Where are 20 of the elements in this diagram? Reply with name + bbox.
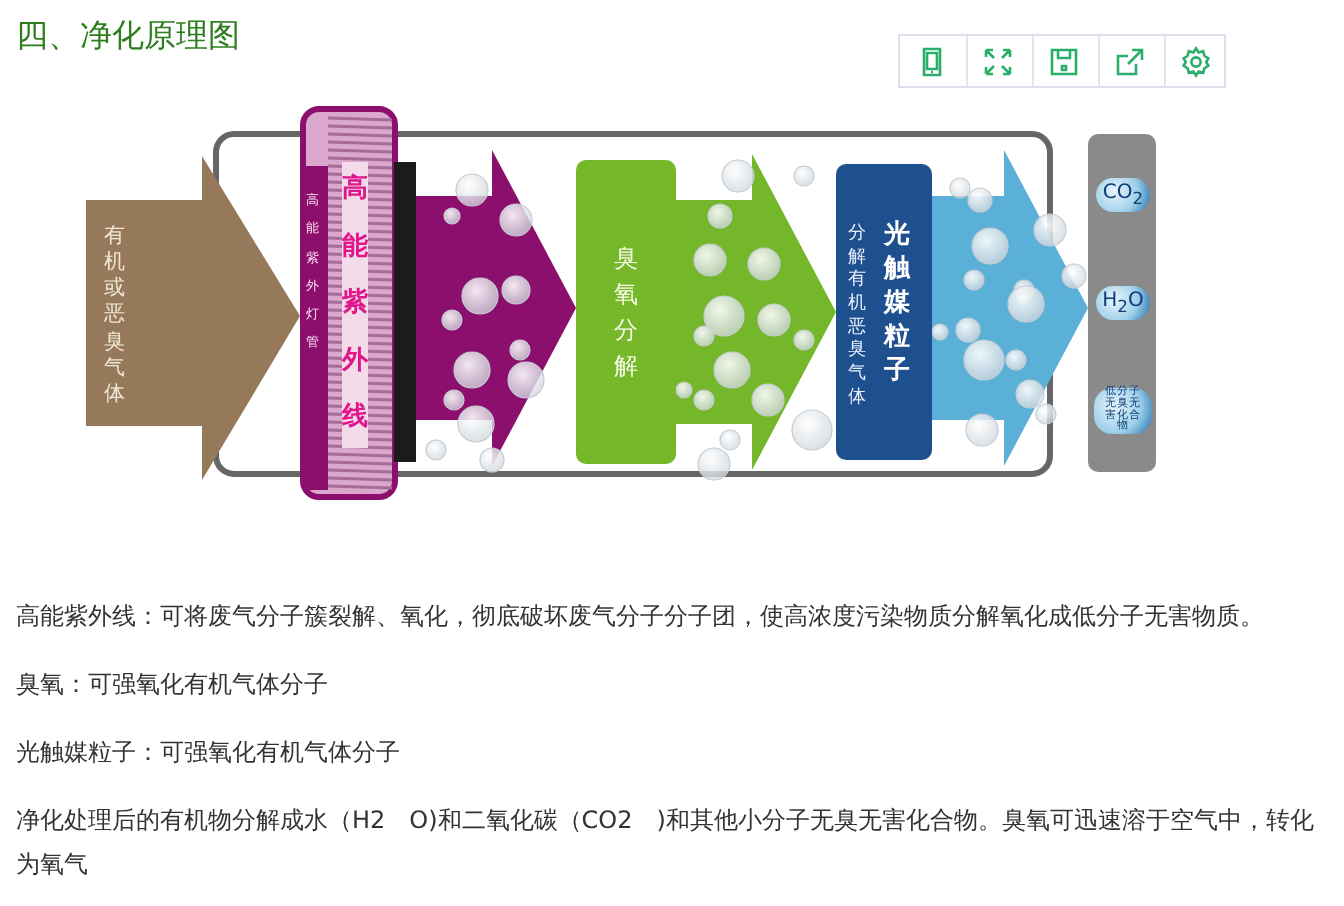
outlet-bar xyxy=(1088,134,1156,472)
pill-label: CO$_{2}$ xyxy=(1102,183,1144,207)
paragraph: 光触媒粒子：可强氧化有机气体分子 xyxy=(16,736,402,770)
photocatalyst-box xyxy=(836,164,932,460)
molecule-pill xyxy=(1096,178,1150,212)
vertical-label: 有机或恶臭气体 xyxy=(104,224,125,408)
vertical-label: 臭氧分解 xyxy=(614,242,638,384)
vertical-label: 高能紫外线 xyxy=(342,162,368,448)
page-title: 四、净化原理图 xyxy=(16,16,240,58)
molecule-pill xyxy=(1096,286,1150,320)
paragraph: 高能紫外线：可将废气分子簇裂解、氧化，彻底破坏废气分子分子团，使高浓度污染物质分解氧化成低分子无害物质。 xyxy=(16,600,1266,634)
molecule-pill xyxy=(1094,388,1152,434)
pill-label: H$_{2}$O xyxy=(1102,291,1144,315)
vertical-label: 光触媒粒子 xyxy=(884,220,910,389)
paragraph: 臭氧：可强氧化有机气体分子 xyxy=(16,668,330,702)
ozone-box xyxy=(576,160,676,464)
gas-arrow xyxy=(86,156,300,480)
uv-lamp-band xyxy=(300,106,416,500)
vertical-label: 分解有机恶臭气体 xyxy=(848,224,866,411)
paragraph: 净化处理后的有机物分解成水（H2 O)和二氧化碳（CO2 )和其他小分子无臭无害化合物。臭氧可迅速溶于空气中，转化为氧气 xyxy=(16,804,1316,882)
